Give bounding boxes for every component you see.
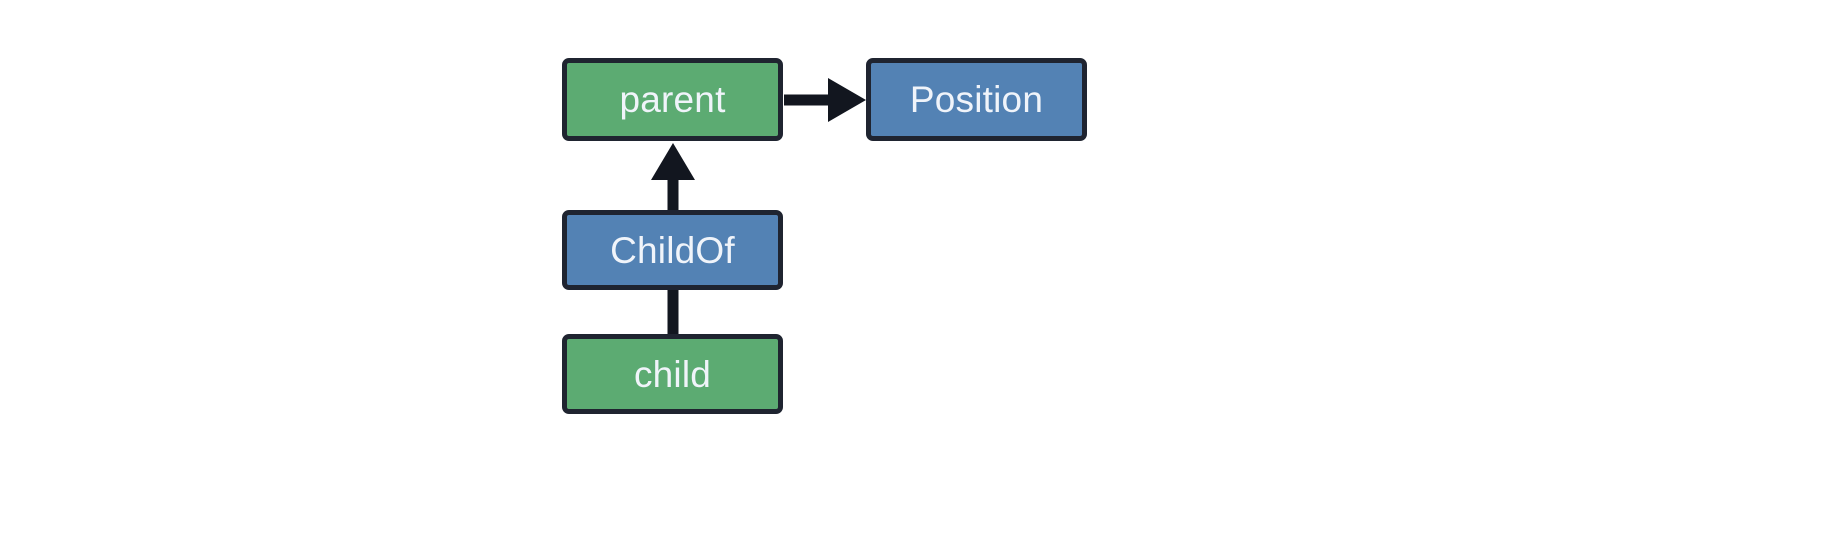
edge-childof-to-parent-arrowhead [651,143,695,180]
node-child[interactable]: child [562,334,783,414]
node-parent[interactable]: parent [562,58,783,141]
edge-parent-to-position-arrowhead [828,78,866,122]
edge-parent-to-position [784,78,866,122]
node-childof[interactable]: ChildOf [562,210,783,290]
node-child-label: child [633,353,712,395]
edge-childof-to-parent [651,143,695,210]
node-parent-label: parent [619,79,726,120]
node-position[interactable]: Position [866,58,1087,141]
node-childof-label: ChildOf [610,229,735,271]
node-position-label: Position [909,79,1044,120]
